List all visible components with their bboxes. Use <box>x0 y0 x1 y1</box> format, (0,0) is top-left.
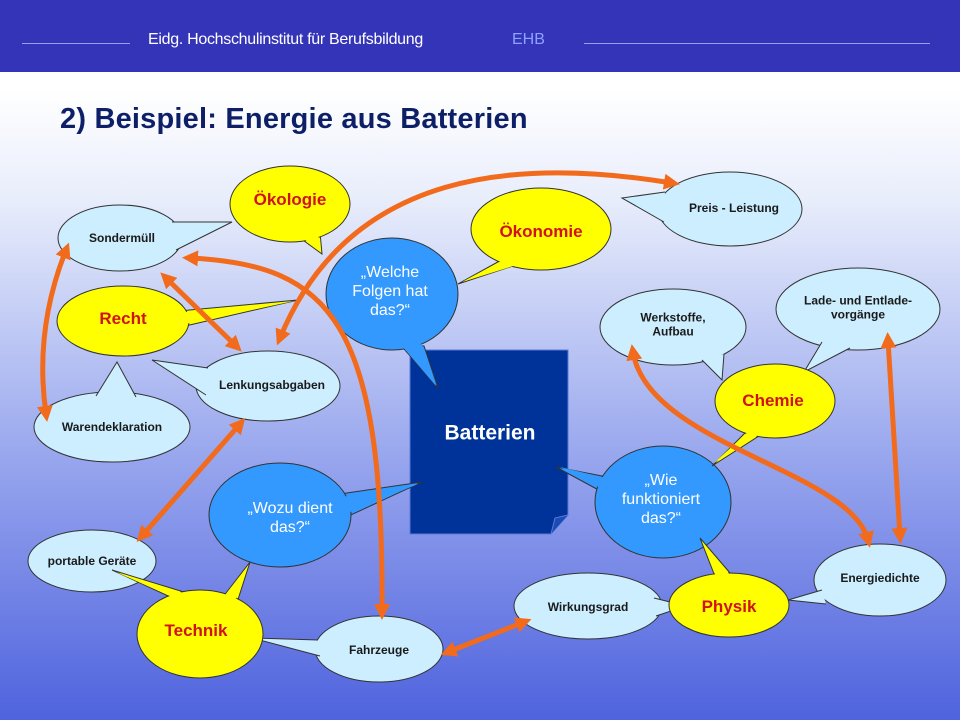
item-label-energiedichte: Energiedichte <box>840 570 920 585</box>
category-bubble-recht <box>56 285 299 357</box>
category-bubble-physik <box>668 537 790 638</box>
arrow-sondermuell-warendeklaration <box>36 242 71 422</box>
item-label-lenkung: Lenkungsabgaben <box>218 377 326 392</box>
item-label-werkstoffe: Werkstoffe, Aufbau <box>640 310 706 339</box>
arrow-fahrzeuge-wirkungsgrad <box>440 617 532 657</box>
arrow-werkstoffe-energiedichte <box>626 344 874 548</box>
question-label-wie: „Wie funktioniert das?“ <box>621 472 701 528</box>
category-label-oekologie: Ökologie <box>253 189 327 209</box>
category-label-physik: Physik <box>701 596 757 616</box>
item-label-sondermuell: Sondermüll <box>88 230 156 245</box>
institute-abbr: EHB <box>512 31 545 48</box>
header-rule-right <box>584 43 930 44</box>
item-bubble-sondermuell <box>57 204 233 272</box>
category-label-technik: Technik <box>164 620 228 640</box>
item-label-ladeentlade: Lade- und Entlade- vorgänge <box>804 293 912 322</box>
item-bubble-warendeklaration <box>33 361 191 463</box>
item-bubble-fahrzeuge <box>251 615 444 683</box>
item-bubble-portable <box>27 529 157 593</box>
arrow-ladeentlade-energiedichte <box>880 332 908 544</box>
item-label-wirkungsgrad: Wirkungsgrad <box>547 599 629 614</box>
header-rule-left <box>22 43 130 44</box>
category-bubble-chemie <box>711 363 836 467</box>
question-label-folgen: „Welche Folgen hat das?“ <box>352 264 428 320</box>
item-bubble-energiedichte <box>787 543 947 617</box>
category-label-recht: Recht <box>99 308 147 328</box>
item-label-portable: portable Geräte <box>47 553 137 568</box>
item-label-preis: Preis - Leistung <box>688 200 780 215</box>
item-label-fahrzeuge: Fahrzeuge <box>348 642 410 657</box>
item-label-warendeklaration: Warendeklaration <box>61 419 163 434</box>
center-box-fold <box>550 514 569 535</box>
slide-title: 2) Beispiel: Energie aus Batterien <box>60 103 528 135</box>
center-label: Batterien <box>444 421 536 445</box>
category-label-chemie: Chemie <box>742 390 804 410</box>
question-label-wozu: „Wozu dient das?“ <box>247 499 333 536</box>
header-bar: Eidg. Hochschulinstitut für Berufsbildun… <box>0 0 960 72</box>
arrow-sondermuell-fahrzeuge <box>182 250 391 620</box>
arrow-lenkung-portable <box>136 417 246 543</box>
institute-name: Eidg. Hochschulinstitut für Berufsbildun… <box>148 31 423 48</box>
category-label-oekonomie: Ökonomie <box>499 221 583 241</box>
